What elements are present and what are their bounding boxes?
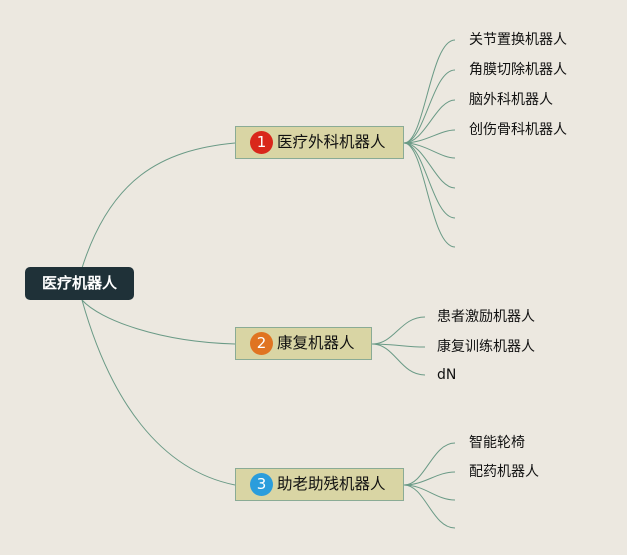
connector-b3-leaf-4 bbox=[403, 484, 456, 529]
branch-label: 医疗外科机器人 bbox=[277, 133, 386, 151]
connector-b1-leaf-1 bbox=[403, 39, 456, 144]
connector-root-branch-1 bbox=[81, 142, 236, 269]
branch-number-badge: 3 bbox=[250, 473, 273, 496]
leaf-node[interactable]: 关节置换机器人 bbox=[469, 32, 567, 48]
connector-b1-leaf-2 bbox=[403, 69, 456, 144]
branch-label: 康复机器人 bbox=[277, 334, 355, 352]
connector-root-branch-2 bbox=[81, 299, 236, 345]
connector-b1-leaf-3 bbox=[403, 99, 456, 144]
root-node[interactable]: 医疗机器人 bbox=[25, 267, 134, 300]
connector-b3-leaf-1 bbox=[403, 442, 456, 486]
branch-node-rehab[interactable]: 2 康复机器人 bbox=[235, 327, 372, 360]
connector-root-branch-3 bbox=[81, 299, 236, 486]
branch-number-badge: 2 bbox=[250, 332, 273, 355]
leaf-node[interactable]: 智能轮椅 bbox=[469, 435, 525, 451]
connector-b1-leaf-4 bbox=[403, 129, 456, 144]
branch-label: 助老助残机器人 bbox=[277, 475, 386, 493]
branch-number-badge: 1 bbox=[250, 131, 273, 154]
connector-b2-leaf-3 bbox=[371, 343, 426, 376]
leaf-node[interactable]: dN bbox=[437, 367, 457, 383]
leaf-node[interactable]: 创伤骨科机器人 bbox=[469, 122, 567, 138]
connector-b2-leaf-1 bbox=[371, 316, 426, 345]
connector-b3-leaf-2 bbox=[403, 471, 456, 486]
root-label: 医疗机器人 bbox=[41, 274, 117, 292]
branch-node-surgical[interactable]: 1 医疗外科机器人 bbox=[235, 126, 404, 159]
leaf-node[interactable]: 康复训练机器人 bbox=[437, 339, 535, 355]
leaf-node[interactable]: 脑外科机器人 bbox=[469, 92, 553, 108]
leaf-node[interactable]: 角膜切除机器人 bbox=[469, 62, 567, 78]
leaf-node[interactable]: 配药机器人 bbox=[469, 464, 539, 480]
leaf-node[interactable]: 患者激励机器人 bbox=[437, 309, 535, 325]
connector-b1-leaf-8 bbox=[403, 142, 456, 248]
branch-node-assistive[interactable]: 3 助老助残机器人 bbox=[235, 468, 404, 501]
connector-b2-leaf-2 bbox=[371, 343, 426, 348]
connector-b1-leaf-6 bbox=[403, 142, 456, 189]
connector-b1-leaf-7 bbox=[403, 142, 456, 219]
